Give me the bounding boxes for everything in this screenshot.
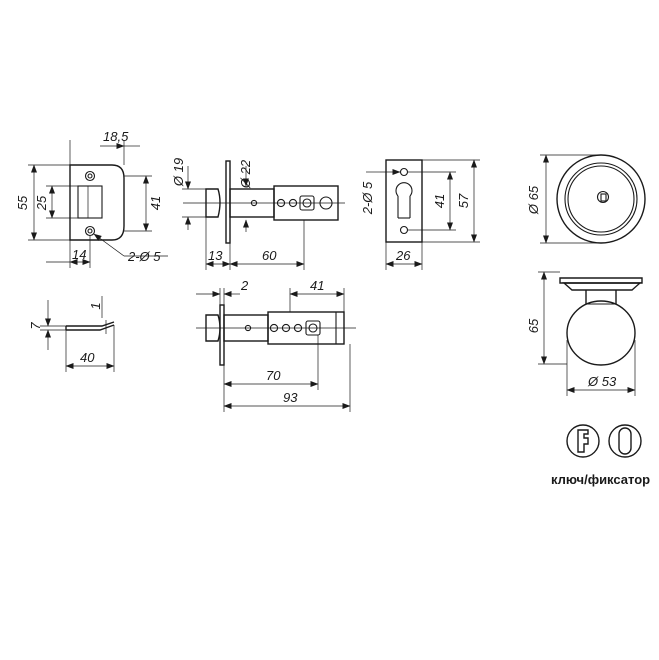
strike-plate-side [40,296,115,372]
function-label: ключ/фиксатор [551,472,650,487]
latch-side-long [196,288,356,412]
dim-knob-rose: Ø 65 [526,185,541,215]
dim-latch-front-dia: Ø 19 [171,158,186,187]
latch-side-short [182,160,345,270]
key-icon [566,424,600,458]
dim-faceplate-width: 26 [395,248,411,263]
dim-strike-spacing: 41 [148,196,163,210]
knob-side [538,271,643,396]
dim-long-plate: 2 [240,278,249,293]
strike-plate-front [28,140,168,268]
dim-strike-length: 40 [80,350,95,365]
knob-front [540,154,646,244]
latch-faceplate-front [366,159,480,270]
dim-faceplate-spacing: 41 [432,194,447,208]
dim-long-slot: 41 [310,278,324,293]
thumbturn-icon [608,424,642,458]
dim-strike-holes: 2-Ø 5 [127,249,161,264]
dim-strike-width: 18,5 [103,129,129,144]
dim-knob-dia: Ø 53 [587,374,617,389]
dim-strike-thickness: 7 [28,322,43,330]
dim-latch-backset: 60 [262,248,277,263]
dim-strike-lip: 1 [88,302,103,309]
dim-faceplate-holes: 2-Ø 5 [360,181,375,215]
dim-strike-inner: 25 [34,195,49,211]
dim-strike-height: 55 [15,195,30,210]
dim-strike-offset: 14 [72,247,86,262]
dim-latch-faceplate: 13 [208,248,223,263]
dim-long-backset: 70 [266,368,281,383]
dim-latch-plate-dia: Ø 22 [238,159,253,189]
dim-knob-height: 65 [526,318,541,333]
dim-faceplate-height: 57 [456,193,471,208]
dim-long-length: 93 [283,390,298,405]
